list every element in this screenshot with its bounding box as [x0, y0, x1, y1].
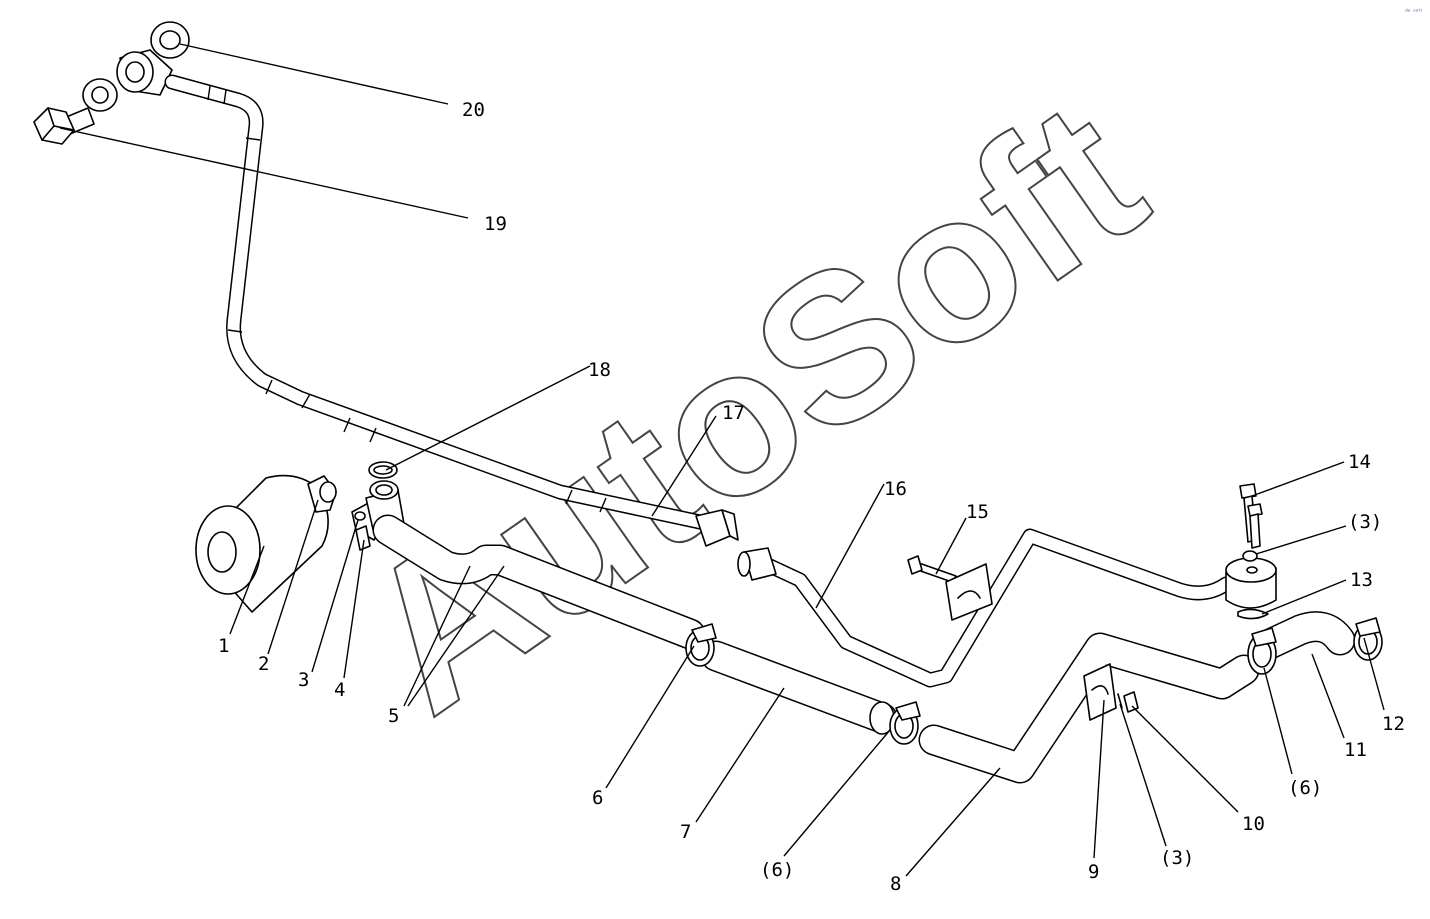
tube-8: [918, 632, 1260, 784]
corner-mark: ᵈᵉ ˢᵒᶠᵗ: [1405, 8, 1423, 16]
bolt-15: [907, 555, 957, 583]
clip-9: [1083, 663, 1117, 721]
o-ring-18-inner: [373, 465, 393, 475]
bolt-19-head-edge: [41, 107, 75, 141]
callout-3: 3: [298, 669, 309, 691]
callout-16: 16: [884, 478, 907, 500]
screw-10: [1123, 691, 1139, 713]
washer-20-lower-hole: [91, 86, 109, 104]
bolt-14-b: [1247, 503, 1263, 549]
callout-3-upper: (3): [1348, 511, 1382, 533]
callout-5: 5: [388, 705, 399, 727]
callout-11: 11: [1344, 739, 1367, 761]
banjo-fitting-group: [33, 21, 190, 145]
hose-7: [700, 640, 898, 735]
watermark-text: AutoSoft: [321, 56, 1182, 757]
screw-4: [355, 525, 371, 551]
callout-15: 15: [966, 501, 989, 523]
clamp-6-first: [685, 623, 717, 667]
callout-14: 14: [1348, 451, 1371, 473]
callout-labels: 20 19 18 17 16 15 14 (3) 13 1 2 3 4 5 6 …: [218, 99, 1405, 895]
filter-end-bore: [207, 531, 237, 573]
callout-18: 18: [588, 359, 611, 381]
callout-6-third: (6): [1288, 777, 1322, 799]
banjo-eye-bore: [125, 61, 145, 83]
filter-canister-1: [195, 474, 337, 613]
mounting-block-13: [1225, 557, 1277, 620]
tube-16-nut-end: [737, 551, 751, 577]
callout-1: 1: [218, 635, 229, 657]
callout-2: 2: [258, 653, 269, 675]
callout-9: 9: [1088, 861, 1099, 883]
callout-7: 7: [680, 821, 691, 843]
callout-8: 8: [890, 873, 901, 895]
fuel-tube-17: [164, 74, 739, 547]
tube-17-nut-end: [721, 509, 739, 541]
clip-15: [945, 563, 993, 621]
washer-3-c: [1242, 550, 1258, 562]
tube-16: [737, 528, 1234, 688]
filter-fitting-cap: [319, 481, 337, 503]
fitting-block-port-bore: [375, 484, 393, 496]
callout-13: 13: [1350, 569, 1373, 591]
washer-3: [354, 511, 366, 521]
clamp-6-second: [889, 701, 921, 745]
callout-20: 20: [462, 99, 485, 121]
washer-20-upper-hole: [159, 30, 181, 50]
callout-3-lower: (3): [1160, 847, 1194, 869]
washer-3-b: [1117, 693, 1123, 709]
clamp-6-third: [1247, 627, 1277, 675]
callout-10: 10: [1242, 813, 1265, 835]
elbow-hose-11: [1254, 611, 1356, 660]
callout-4: 4: [334, 679, 345, 701]
seal-13: [1237, 608, 1269, 620]
leader-lines: [59, 43, 1385, 877]
callout-6: 6: [592, 787, 603, 809]
callout-12: 12: [1382, 713, 1405, 735]
callout-6-second: (6): [760, 859, 794, 881]
tube-5: [372, 514, 706, 650]
callout-17: 17: [722, 402, 745, 424]
callout-19: 19: [484, 213, 507, 235]
